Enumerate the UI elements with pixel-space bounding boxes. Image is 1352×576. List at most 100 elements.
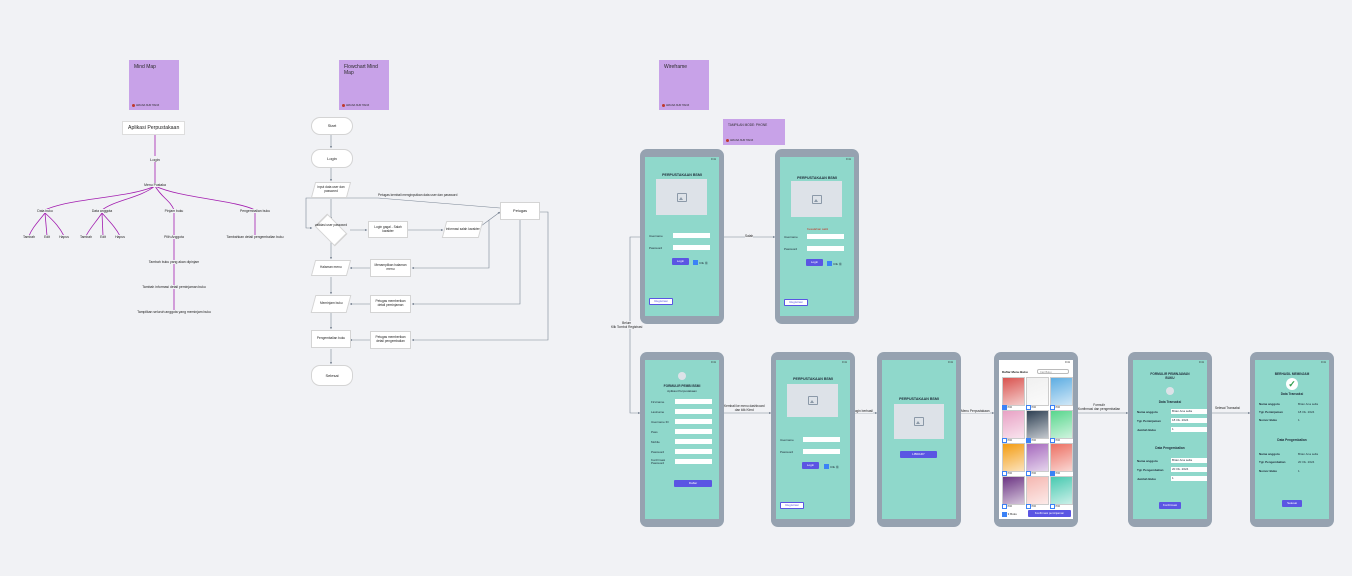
confirm-loan-button[interactable]: Konfirmasi peminjaman	[1028, 510, 1071, 517]
search-input[interactable]: Cari Buku	[1037, 369, 1069, 374]
login-button[interactable]: Login	[672, 258, 689, 265]
book-select-checkbox[interactable]: Pilih	[1050, 438, 1060, 443]
password-input[interactable]	[803, 449, 840, 454]
field-label: Password	[651, 450, 665, 454]
book-cover[interactable]	[1050, 410, 1073, 439]
book-select-checkbox[interactable]: Pilih	[1002, 438, 1012, 443]
mindmap-leaf[interactable]: Tampilkan seluruh anggota yang meminjam …	[136, 310, 212, 314]
mindmap-leaf[interactable]: Tambah buku yang akan dipinjam	[147, 260, 201, 264]
flow-detail-kembali[interactable]: Petugas memberikan detail pengembalian	[370, 331, 411, 349]
book-select-checkbox[interactable]: Pilih	[1002, 504, 1012, 509]
mindmap-branch[interactable]: Pengembalian buku	[239, 209, 271, 213]
login-button[interactable]: Login	[806, 259, 823, 266]
username-input[interactable]	[807, 234, 844, 239]
row-value[interactable]: 18 Ok. 2024	[1171, 418, 1207, 423]
pass-input[interactable]	[675, 429, 712, 434]
flow-petugas[interactable]: Petugas	[500, 202, 540, 220]
flow-input[interactable]: input data user dan password	[310, 182, 352, 198]
book-select-checkbox[interactable]: Pilih	[1050, 471, 1060, 476]
row-label: Nama anggota	[1137, 459, 1158, 463]
book-cover[interactable]	[1026, 476, 1049, 505]
lastname-input[interactable]	[675, 409, 712, 414]
password-input[interactable]	[675, 449, 712, 454]
flow-meminjam[interactable]: Meminjam buku	[310, 295, 352, 313]
error-message: Kesalahan sakti	[807, 227, 829, 231]
book-cover[interactable]	[1026, 443, 1049, 472]
confirm-password-input[interactable]	[675, 459, 712, 464]
mindmap-leaf[interactable]: Tambah	[78, 235, 94, 239]
mindmap-leaf[interactable]: Edit	[99, 235, 107, 239]
flow-detail-pinjam[interactable]: Petugas memberikan detail peminjaman	[370, 295, 411, 313]
selection-count[interactable]: 3 Buku	[1002, 512, 1017, 517]
flow-login[interactable]: Login	[311, 149, 353, 168]
book-cover[interactable]	[1050, 476, 1073, 505]
sticky-wireframe[interactable]: Wireframe ARIANA NUR HAFIZ	[659, 60, 709, 110]
flow-selesai[interactable]: Selesai	[311, 365, 353, 386]
book-cover[interactable]	[1002, 476, 1025, 505]
flow-validasi[interactable]: validasi user password	[312, 213, 350, 247]
mindmap-leaf[interactable]: Hapus	[114, 235, 126, 239]
username-input[interactable]	[675, 419, 712, 424]
book-select-checkbox[interactable]: Pilih	[1002, 471, 1012, 476]
flow-pengembalian[interactable]: Pengembalian buku	[311, 330, 351, 348]
library-button[interactable]: LIBRARY	[900, 451, 937, 458]
row-value[interactable]: 1	[1171, 476, 1207, 481]
remember-checkbox[interactable]: Clik Ⓜ	[824, 464, 839, 469]
password-input[interactable]	[673, 245, 710, 250]
book-cover[interactable]	[1002, 443, 1025, 472]
mindmap-leaf[interactable]: Tambah	[21, 235, 37, 239]
book-select-checkbox[interactable]: Pilih	[1002, 405, 1012, 410]
username-input[interactable]	[803, 437, 840, 442]
register-button[interactable]: Registrasi	[649, 298, 673, 305]
sticky-mindmap[interactable]: Mind Map ARIANA NUR HAFIZ	[129, 60, 179, 110]
book-select-checkbox[interactable]: Pilih	[1026, 438, 1036, 443]
mindmap-branch[interactable]: Data buku	[36, 209, 54, 213]
mindmap-login[interactable]: Login	[149, 157, 161, 162]
mindmap-branch[interactable]: Pinjam buku	[163, 209, 185, 213]
book-cover[interactable]	[1002, 410, 1025, 439]
remember-checkbox[interactable]: Clik Ⓜ	[827, 261, 842, 266]
book-cover[interactable]	[1026, 410, 1049, 439]
book-select-checkbox[interactable]: Pilih	[1026, 471, 1036, 476]
mindmap-leaf[interactable]: Edit	[43, 235, 51, 239]
book-select-checkbox[interactable]: Pilih	[1026, 405, 1036, 410]
confirm-button[interactable]: Konfirmasi	[1159, 502, 1181, 509]
row-label: Tgl. Peminjaman	[1259, 410, 1283, 414]
book-cover[interactable]	[1050, 377, 1073, 406]
sticky-mode[interactable]: TAMPILAN MODE: PHONE ARIANA NUR HAFIZ	[723, 119, 785, 145]
register-button[interactable]: Registrasi	[784, 299, 808, 306]
flow-halaman[interactable]: Halaman menu	[310, 260, 352, 276]
row-value[interactable]: Brian Ana sella	[1171, 458, 1207, 463]
mobile-input[interactable]	[675, 439, 712, 444]
register-button[interactable]: Registrasi	[780, 502, 804, 509]
mindmap-root[interactable]: Aplikasi Perpustakaan	[122, 121, 186, 135]
book-select-checkbox[interactable]: Pilih	[1050, 504, 1060, 509]
mindmap-leaf[interactable]: Hapus	[58, 235, 70, 239]
sticky-flowchart[interactable]: Flowchart Mind Map ARIANA NUR HAFIZ	[339, 60, 389, 110]
row-value[interactable]: 20 Ok. 2024	[1171, 467, 1207, 472]
mindmap-leaf[interactable]: Pilih Anggota	[163, 235, 185, 239]
finish-button[interactable]: Selesai	[1282, 500, 1302, 507]
mindmap-branch[interactable]: Data anggota	[90, 209, 114, 213]
book-cover[interactable]	[1050, 443, 1073, 472]
username-input[interactable]	[673, 233, 710, 238]
row-value[interactable]: Brian Ana sella	[1171, 409, 1207, 414]
flow-info[interactable]: informasi salah karakter	[441, 221, 484, 238]
password-input[interactable]	[807, 246, 844, 251]
register-submit-button[interactable]: Daftar	[674, 480, 712, 487]
mindmap-leaf[interactable]: Tambahkan detail pengembalian buku	[225, 235, 285, 239]
book-cover[interactable]	[1026, 377, 1049, 406]
flow-gagal[interactable]: Login gagal - Salah karakter	[368, 221, 408, 238]
login-button[interactable]: Login	[802, 462, 819, 469]
flow-start[interactable]: Start	[311, 117, 353, 135]
section-pengembalian: Data Pengembalian	[1155, 446, 1185, 450]
mindmap-leaf[interactable]: Tambah informasi detail peminjaman buku	[141, 285, 207, 289]
row-value[interactable]: 1	[1171, 427, 1207, 432]
remember-checkbox[interactable]: Clik Ⓜ	[693, 260, 708, 265]
book-select-checkbox[interactable]: Pilih	[1026, 504, 1036, 509]
flow-menampilkan[interactable]: Menampilkan halaman menu	[370, 259, 411, 277]
book-cover[interactable]	[1002, 377, 1025, 406]
book-select-checkbox[interactable]: Pilih	[1050, 405, 1060, 410]
firstname-input[interactable]	[675, 399, 712, 404]
mindmap-menu[interactable]: Menu Pustaka	[143, 183, 167, 187]
